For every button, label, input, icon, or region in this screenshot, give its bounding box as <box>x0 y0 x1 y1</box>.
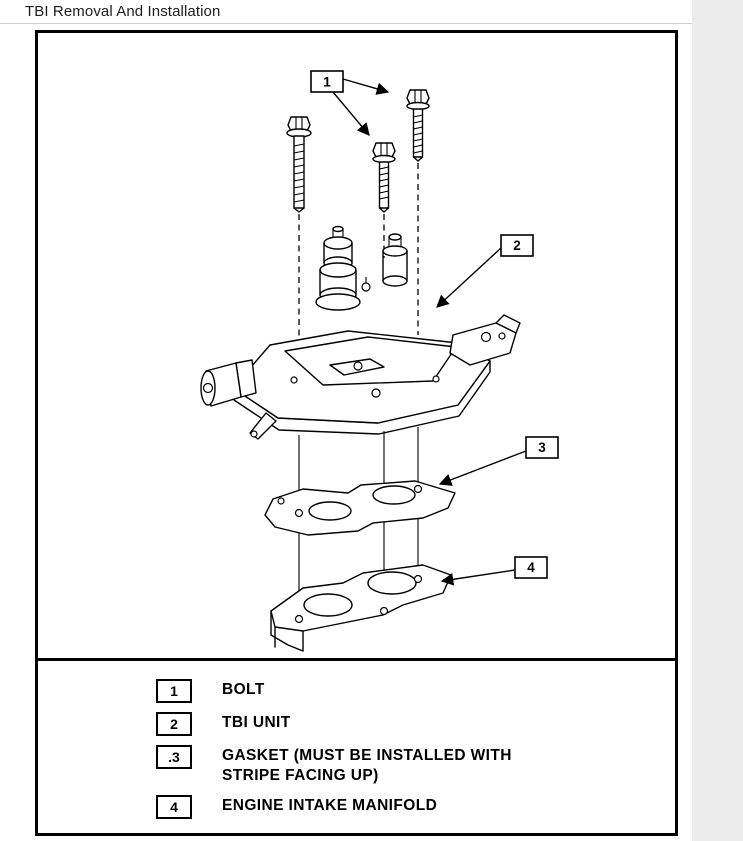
legend-label-bolt: BOLT <box>222 681 265 698</box>
legend-item-manifold: 4 ENGINE INTAKE MANIFOLD <box>156 795 636 819</box>
bolt-left <box>286 116 312 213</box>
legend-label-gasket: GASKET (MUST BE INSTALLED WITH STRIPE FA… <box>222 747 512 784</box>
callout-4-number: 4 <box>527 560 535 575</box>
callout-3-number: 3 <box>538 440 546 455</box>
callout-1-number: 1 <box>323 75 331 90</box>
legend-label-tbi-unit: TBI UNIT <box>222 714 291 731</box>
callout-4: 4 <box>440 556 548 586</box>
legend-badge-1: 1 <box>156 679 192 703</box>
legend-item-bolt: 1 BOLT <box>156 679 636 703</box>
legend-item-tbi-unit: 2 TBI UNIT <box>156 712 636 736</box>
tbi-unit-drawing <box>200 225 521 440</box>
callout-3: 3 <box>438 436 559 486</box>
legend-badge-4: 4 <box>156 795 192 819</box>
tbi-exploded-diagram: 1 2 3 4 <box>200 70 559 652</box>
callout-1: 1 <box>310 70 390 136</box>
diagram-frame: 1 2 3 4 1 <box>35 30 678 836</box>
page-title: TBI Removal And Installation <box>25 3 221 20</box>
legend-item-gasket: .3 GASKET (MUST BE INSTALLED WITH STRIPE… <box>156 745 636 786</box>
callout-2-number: 2 <box>513 238 521 253</box>
callout-2: 2 <box>436 234 534 308</box>
legend-badge-3: .3 <box>156 745 192 769</box>
legend: 1 BOLT 2 TBI UNIT .3 GASKET (MUST BE INS… <box>156 679 636 828</box>
legend-label-manifold: ENGINE INTAKE MANIFOLD <box>222 797 438 814</box>
legend-divider <box>38 658 675 661</box>
title-divider <box>0 23 692 24</box>
manifold-drawing <box>270 564 452 652</box>
bolt-middle <box>372 142 396 213</box>
gasket-drawing <box>264 480 456 536</box>
document-page: TBI Removal And Installation <box>0 0 692 841</box>
legend-badge-2: 2 <box>156 712 192 736</box>
bolt-right <box>406 89 430 162</box>
